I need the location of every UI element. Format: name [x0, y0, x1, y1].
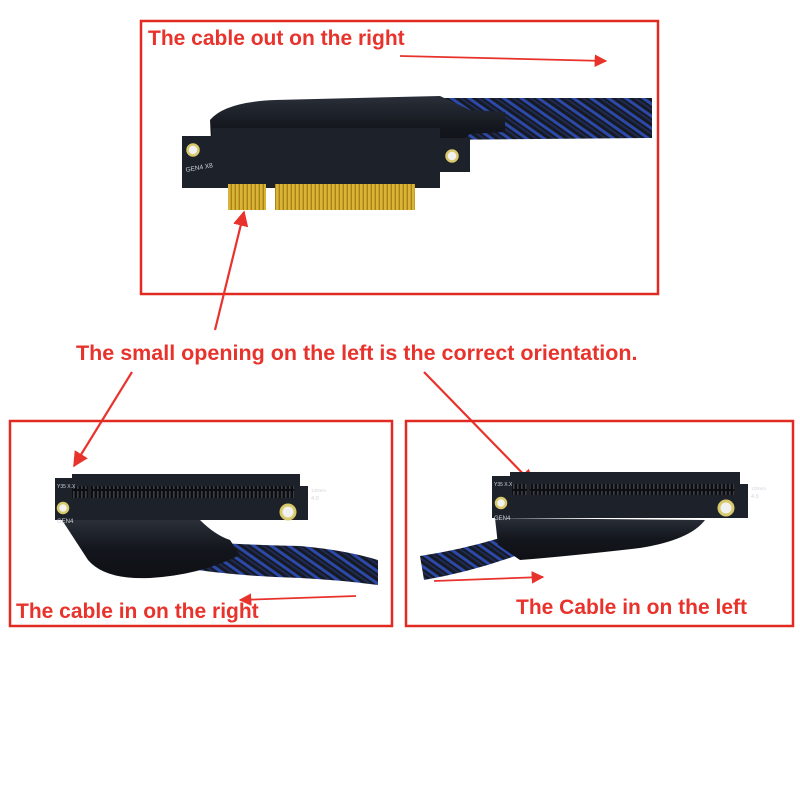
bottom-left-label-gen: GEN4	[57, 519, 74, 525]
bottom-left-mount-hole-left	[56, 501, 70, 515]
bottom-right-mount-hole-left	[494, 496, 508, 510]
bottom-left-slot-connector	[72, 486, 294, 498]
top-gold-contacts-long	[275, 184, 415, 210]
bottom-left-label-len: 120mm	[311, 488, 326, 493]
arrow-to-top-notch	[213, 210, 249, 331]
bottom-left-panel-frame	[8, 419, 394, 628]
top-panel-frame	[139, 19, 660, 296]
bottom-right-cable-sleeve	[495, 518, 705, 560]
caption-cable-in-left: The Cable in on the left	[516, 596, 748, 619]
bottom-left-cable-sleeve	[62, 520, 240, 579]
caption-cable-out-right: The cable out on the right	[148, 27, 405, 50]
caption-orientation-note: The small opening on the left is the cor…	[76, 341, 638, 365]
top-caption-arrow	[399, 54, 608, 68]
top-mount-hole-left	[186, 143, 200, 157]
bottom-right-mount-hole-right	[717, 499, 735, 517]
top-pcb-card	[182, 128, 470, 188]
arrow-to-left-slot-notch	[73, 371, 133, 468]
top-mount-hole-right	[445, 149, 459, 163]
bottom-right-label-top: Y35 X.X	[494, 482, 513, 488]
bottom-right-label-rate: 4.0	[751, 494, 759, 500]
bottom-right-label-gen: GEN4	[494, 516, 511, 522]
arrow-to-right-slot-notch	[423, 371, 535, 486]
bottom-left-slot-key	[88, 486, 91, 498]
bottom-left-label-rate: 4.0	[311, 496, 319, 502]
bottom-right-braided-cable	[420, 538, 515, 580]
bottom-right-caption-arrow	[433, 571, 545, 584]
bottom-right-slot-connector	[512, 484, 734, 495]
bottom-left-caption-arrow	[238, 593, 357, 606]
caption-cable-in-right: The cable in on the right	[16, 600, 259, 623]
bottom-left-mount-hole-right	[279, 503, 297, 521]
bottom-right-panel-frame	[404, 419, 795, 628]
top-card-silkscreen: GEN4 X8	[185, 162, 214, 174]
bottom-left-label-top: Y35 X.X	[57, 484, 76, 490]
bottom-right-slot-key	[527, 484, 530, 495]
bottom-right-label-len: 120mm	[751, 486, 766, 491]
top-gold-contacts-short	[228, 184, 266, 210]
